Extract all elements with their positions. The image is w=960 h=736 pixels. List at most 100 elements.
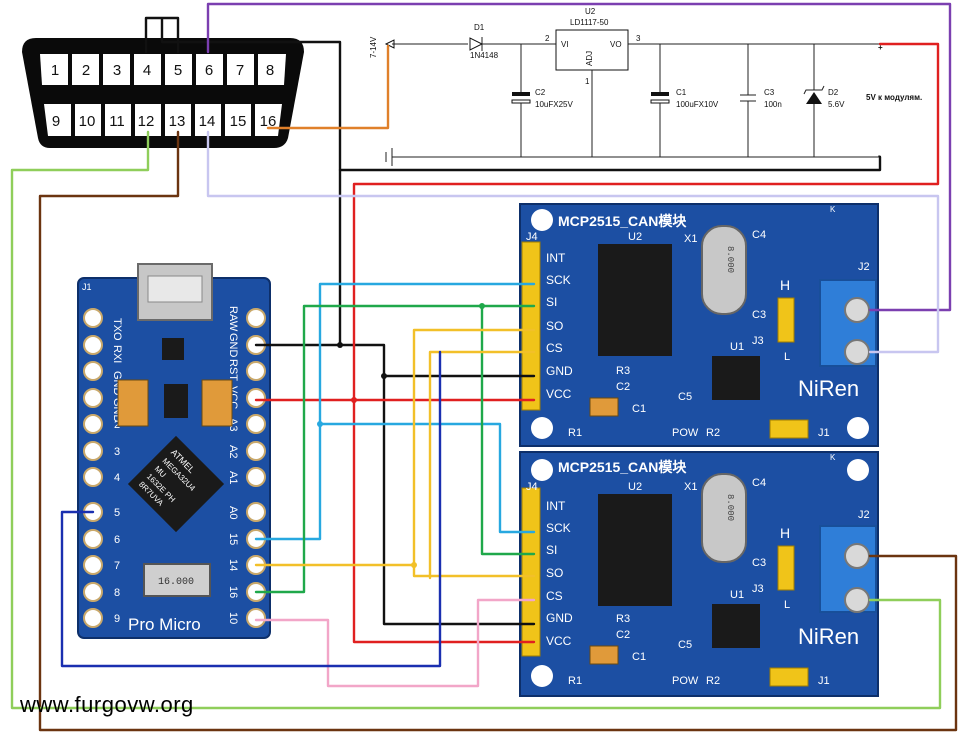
pm-label-5: 5 [114, 507, 120, 519]
can2-pin-so: SO [546, 566, 563, 580]
can2-u2: U2 [628, 481, 642, 493]
can1-u1: U1 [730, 341, 744, 353]
wires [10, 2, 958, 732]
can1-r3: R3 [616, 365, 630, 377]
can2-c4: C4 [752, 477, 766, 489]
c3-value: 100n [764, 100, 782, 109]
obd-pin-13: 13 [169, 113, 186, 130]
can2-j1: J1 [818, 675, 830, 687]
can2-pin-cs: CS [546, 589, 563, 603]
wire-ground-obd [144, 16, 882, 172]
pm-label-6: 6 [114, 534, 120, 546]
u2-adj: ADJ [585, 51, 594, 66]
can1-pin-int: INT [546, 251, 566, 265]
can1-c1: C1 [632, 403, 646, 415]
wire-int [60, 350, 442, 668]
can2-tantalum [589, 645, 619, 665]
can2-l: L [784, 599, 790, 611]
can2-c3: C3 [752, 557, 766, 569]
pm-label-a2: A2 [227, 445, 239, 458]
obd-pin-15: 15 [230, 113, 247, 130]
can1-tantalum [589, 397, 619, 417]
wire-sck [254, 282, 536, 541]
can1-j3-jumper [777, 297, 795, 343]
can2-j3-jumper [777, 545, 795, 591]
can1-c2: C2 [616, 381, 630, 393]
can2-j3: J3 [752, 583, 764, 595]
power-supply-schematic: 7-14V D1 1N4148 U2 LD1117-50 VI VO ADJ 2… [369, 7, 922, 166]
pm-label-raw: RAW [227, 306, 239, 332]
wire-ground-pm [254, 343, 536, 626]
pm-label-14: 14 [227, 559, 239, 571]
wire-can2-high [38, 130, 958, 732]
obd-pin-16: 16 [260, 113, 277, 130]
can2-title: MCP2515_CAN模块 [558, 459, 687, 475]
obd2-connector: 1 2 3 4 5 6 7 8 9 10 11 12 13 14 15 16 [22, 38, 304, 148]
c1-value: 100uFX10V [676, 100, 719, 109]
can1-l: L [784, 351, 790, 363]
can1-x1: X1 [684, 233, 697, 245]
can1-pin-sck: SCK [546, 273, 571, 287]
wire-can1-low [206, 130, 940, 354]
pm-label-3: 3 [114, 446, 120, 458]
can1-j1: J1 [818, 427, 830, 439]
can2-transceiver [712, 604, 760, 648]
pm-label-16: 16 [227, 586, 239, 598]
obd-pin-7: 7 [236, 62, 244, 79]
can1-crystal-label: 8.000 [725, 246, 735, 273]
can1-pin-vcc: VCC [546, 387, 572, 401]
pm-regulator [164, 384, 188, 418]
watermark-text: www.furgovw.org [20, 692, 194, 717]
can1-pow: POW [672, 427, 699, 439]
can2-j2: J2 [858, 509, 870, 521]
can1-title: MCP2515_CAN模块 [558, 213, 687, 229]
can2-pin-vcc: VCC [546, 634, 572, 648]
u2-label: U2 [585, 7, 596, 16]
obd-pin-4: 4 [143, 62, 151, 79]
can1-j4: J4 [526, 231, 538, 243]
obd-pin-9: 9 [52, 113, 60, 130]
obd-pin-14: 14 [199, 113, 216, 130]
can1-pin-si: SI [546, 295, 557, 309]
obd-pin-11: 11 [109, 113, 125, 130]
can2-mcp2515 [598, 494, 672, 606]
can1-pin-gnd: GND [546, 364, 573, 378]
pro-micro-left-header [83, 308, 103, 628]
pm-label-10: 10 [227, 612, 239, 624]
obd-pin-3: 3 [113, 62, 121, 79]
output-label: 5V к модулям. [866, 93, 922, 102]
d1-label: D1 [474, 23, 485, 32]
pm-label-4: 4 [114, 472, 120, 484]
vin-label: 7-14V [369, 36, 378, 58]
obd-pin-10: 10 [79, 113, 96, 130]
pm-crystal-label: 16.000 [158, 577, 194, 588]
can1-brand: NiRen [798, 376, 859, 401]
pm-label-7: 7 [114, 560, 120, 572]
obd-pin-1: 1 [51, 62, 59, 79]
pm-label-9: 9 [114, 613, 120, 625]
can1-c5: C5 [678, 391, 692, 403]
junction-dots [337, 342, 387, 379]
pm-label-gnd-r: GND [227, 333, 239, 358]
can2-pin-int: INT [546, 499, 566, 513]
can2-h: H [780, 525, 790, 541]
can1-header [521, 241, 541, 411]
u2-vo: VO [610, 40, 622, 49]
pm-j1: J1 [82, 282, 92, 292]
pm-label-8: 8 [114, 587, 120, 599]
wire-cs2 [254, 598, 536, 688]
can2-x1: X1 [684, 481, 697, 493]
can2-c1: C1 [632, 651, 646, 663]
can2-header [521, 487, 541, 657]
d2-label: D2 [828, 88, 839, 97]
c1-label: C1 [676, 88, 687, 97]
pro-micro-right-header [246, 308, 266, 628]
pm-label-rxi: RXI [111, 345, 123, 363]
pm-label-2: 2 [114, 419, 120, 431]
can1-j2: J2 [858, 261, 870, 273]
d1-symbol [469, 37, 484, 51]
pm-crystal [143, 563, 211, 597]
pro-micro-name: Pro Micro [128, 615, 201, 634]
pm-small-chip [162, 338, 184, 360]
wire-can1-high [206, 2, 952, 312]
